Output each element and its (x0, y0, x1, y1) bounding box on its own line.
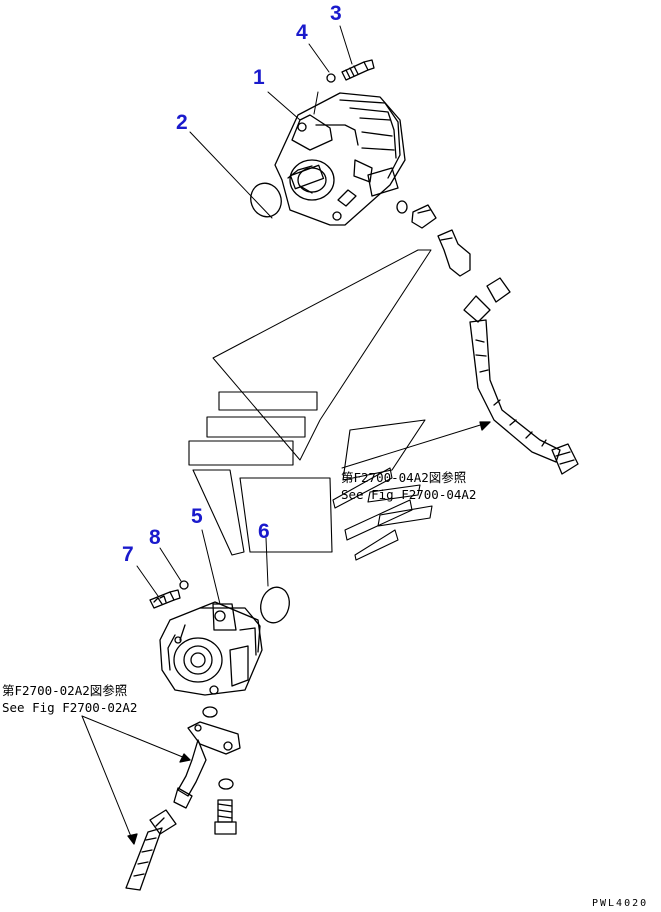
lower-hose (125, 809, 177, 891)
watermark-logo (188, 249, 433, 561)
figure-code: PWL4020 (592, 898, 649, 909)
lower-ref-leader-b (81, 715, 135, 845)
lower-flange (173, 721, 241, 809)
washer-8 (179, 580, 189, 590)
callout-6: 6 (258, 520, 270, 543)
leader-6 (265, 537, 269, 587)
callout-4: 4 (296, 21, 308, 44)
o-ring-lower (202, 706, 218, 718)
leader-7 (136, 565, 159, 597)
lower-ref-jp: 第F2700-02A2図参照 (2, 683, 128, 698)
leader-3 (339, 25, 353, 65)
lower-ref-en: See Fig F2700-02A2 (2, 700, 138, 715)
leader-1b (313, 91, 319, 115)
o-ring-6 (260, 586, 290, 624)
upper-ref-jp: 第F2700-04A2図参照 (341, 470, 467, 485)
lower-pump (159, 601, 263, 696)
washer-lower (218, 778, 234, 790)
callout-8: 8 (149, 526, 161, 549)
lower-ref-leader-a (81, 715, 191, 761)
upper-hose (463, 295, 579, 475)
washer-4 (326, 73, 336, 83)
callout-7: 7 (122, 543, 134, 566)
upper-fittings (396, 200, 511, 303)
leader-1 (267, 91, 301, 121)
leader-2 (189, 131, 273, 219)
bolt-7 (149, 589, 181, 609)
bolt-3 (341, 59, 375, 81)
lower-ref-arrowhead-a (179, 753, 191, 763)
leader-4 (308, 43, 330, 73)
bolt-lower (214, 799, 237, 835)
leader-5 (201, 529, 221, 605)
callout-1: 1 (253, 66, 265, 89)
callout-2: 2 (176, 111, 188, 134)
lower-ref-arrowhead-b (127, 833, 138, 845)
callout-5: 5 (191, 505, 203, 528)
upper-pump (274, 92, 406, 226)
callout-3: 3 (330, 2, 342, 25)
leader-8 (159, 547, 182, 582)
o-ring-2 (250, 182, 282, 218)
upper-ref-leader (341, 421, 491, 469)
upper-ref-en: See Fig F2700-04A2 (341, 487, 477, 502)
upper-ref-arrowhead (479, 421, 491, 431)
